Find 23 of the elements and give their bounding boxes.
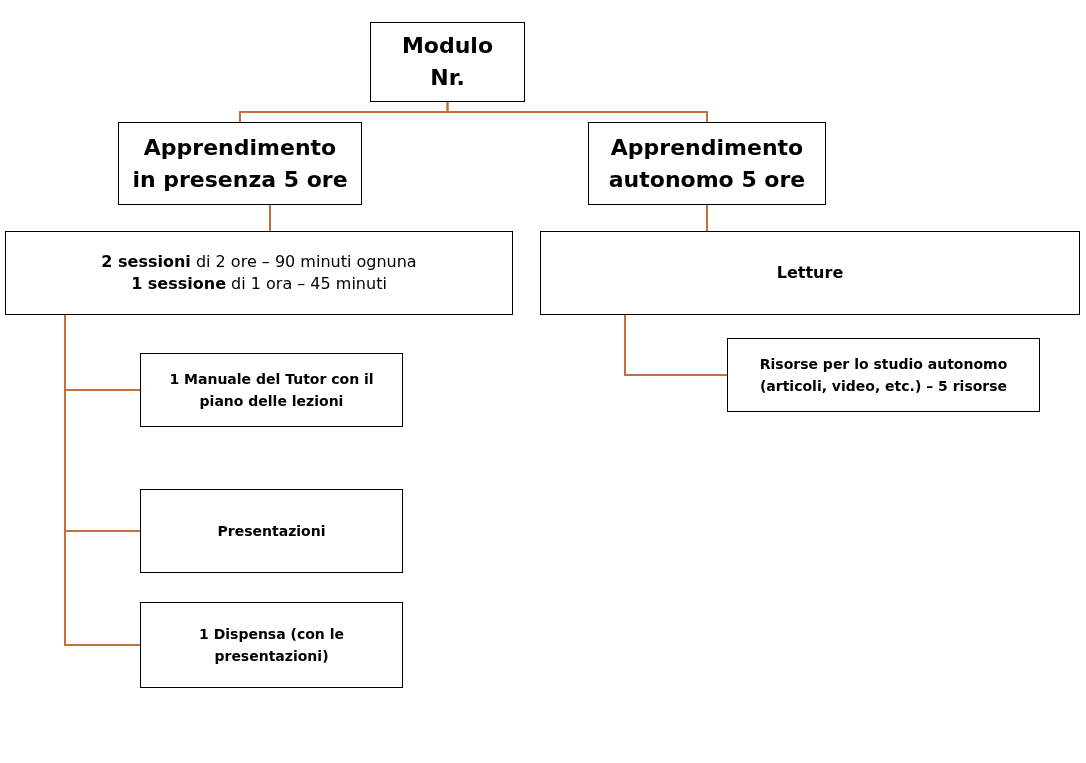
text-box	[118, 122, 362, 205]
connector-line	[706, 204, 708, 232]
text-box	[370, 22, 525, 102]
connector-line	[269, 204, 271, 232]
box-text: 1 Manuale del Tutor con il piano delle lezioni	[168, 369, 375, 411]
text-box	[540, 231, 1080, 315]
box-text: Letture	[776, 261, 844, 284]
box-text: 1 sessione di 1 ora – 45 minuti	[131, 273, 387, 295]
text-box	[727, 338, 1040, 412]
text-box	[140, 602, 403, 688]
box-text: Risorse per lo studio autonomo (articoli, video, etc.) – 5 risorse	[758, 354, 1009, 396]
box-text: Modulo Nr.	[400, 32, 495, 92]
connector-line	[624, 314, 728, 376]
text-box	[588, 122, 826, 205]
box-text: Presentazioni	[217, 521, 326, 541]
box-text: 2 sessioni di 2 ore – 90 minuti ognuna	[101, 250, 417, 273]
box-text: Apprendimento in presenza 5 ore	[131, 133, 349, 194]
text-box	[140, 489, 403, 573]
box-text: 1 Dispensa (con le presentazioni)	[198, 624, 345, 666]
text-box	[5, 231, 513, 315]
box-text: Apprendimento autonomo 5 ore	[607, 133, 807, 194]
text-box	[140, 353, 403, 427]
connector-line	[446, 101, 708, 123]
